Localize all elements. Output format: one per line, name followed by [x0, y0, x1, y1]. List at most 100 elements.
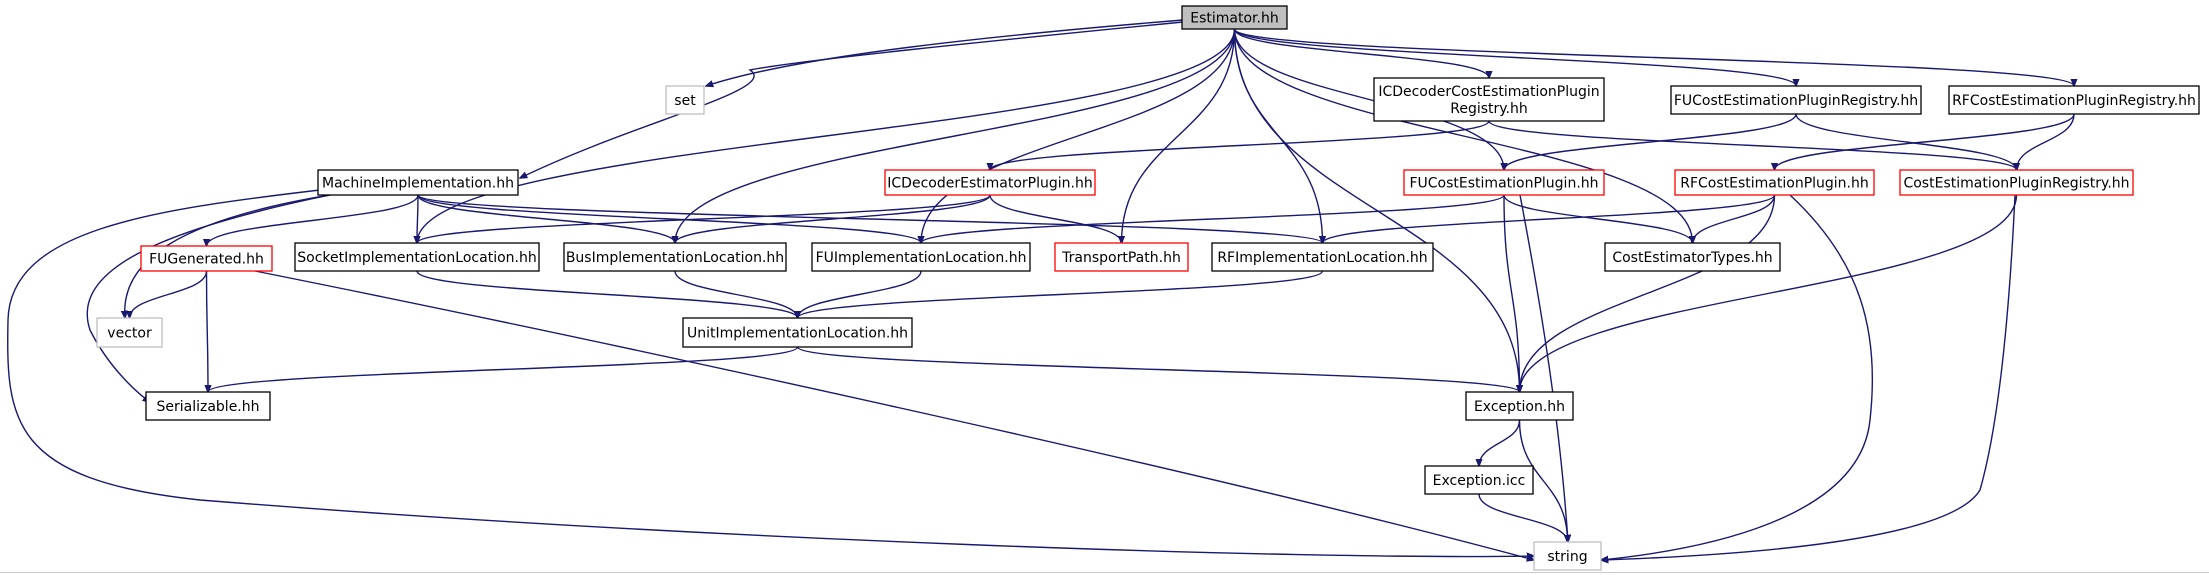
edge-fu_loc-to-unit_loc	[798, 270, 922, 318]
node-box	[1670, 85, 1922, 115]
edge-machine_impl-to-vector	[125, 194, 331, 318]
node-label: CostEstimatorTypes.hh	[1612, 250, 1772, 266]
edge-exception-to-exception_icc	[1479, 419, 1521, 466]
edge-cost_registry-to-exception	[1520, 194, 2018, 392]
edge-estimator-to-socket_loc	[417, 28, 1236, 243]
edge-estimator-to-set	[706, 19, 1184, 86]
edge-icdecoder_plugin-to-transport_path	[989, 194, 1122, 243]
edge-fu_plugin-to-fu_loc	[921, 194, 1505, 243]
edge-fu_registry-to-cost_registry	[1795, 113, 2017, 170]
edge-fu_plugin-to-string	[1519, 194, 1568, 542]
node-box	[96, 317, 163, 348]
edge-estimator-to-icdecoder_registry	[1233, 28, 1490, 78]
node-fu-plugin[interactable]: FUCostEstimationPlugin.hh	[1403, 169, 1605, 196]
node-box	[1533, 541, 1602, 571]
node-cost-types[interactable]: CostEstimatorTypes.hh	[1604, 242, 1781, 272]
node-socket-loc[interactable]: SocketImplementationLocation.hh	[294, 242, 540, 272]
node-exception-icc[interactable]: Exception.icc	[1424, 465, 1534, 495]
node-box	[1403, 169, 1605, 196]
node-box	[884, 169, 1096, 196]
edge-icdecoder_plugin-to-socket_loc	[417, 194, 991, 243]
edge-estimator-to-machine_impl	[520, 21, 1184, 178]
node-label: vector	[107, 326, 152, 342]
node-transport-path[interactable]: TransportPath.hh	[1054, 242, 1189, 272]
node-box	[1604, 242, 1781, 272]
edge-rf_loc-to-unit_loc	[798, 270, 1324, 318]
edge-layer	[7, 19, 2075, 560]
node-fugenerated[interactable]: FUGenerated.hh	[140, 245, 273, 272]
node-label: Exception.icc	[1433, 473, 1526, 489]
edge-estimator-to-fu_loc	[921, 28, 1236, 243]
node-label: FUGenerated.hh	[149, 252, 264, 268]
edge-exception_icc-to-string	[1478, 493, 1568, 542]
edge-rf_plugin-to-string	[1601, 194, 1874, 560]
edge-machine_impl-to-fugenerated	[207, 194, 419, 246]
node-label: SocketImplementationLocation.hh	[297, 250, 536, 266]
edge-fu_registry-to-fu_plugin	[1504, 113, 1797, 170]
node-label: Serializable.hh	[156, 399, 259, 415]
node-box	[1674, 169, 1875, 196]
node-serializable[interactable]: Serializable.hh	[145, 391, 271, 421]
node-box	[1465, 391, 1574, 421]
edge-estimator-to-bus_loc	[675, 28, 1236, 243]
node-box	[294, 242, 540, 272]
node-rf-plugin[interactable]: RFCostEstimationPlugin.hh	[1674, 169, 1875, 196]
node-box	[1181, 5, 1288, 30]
node-box	[811, 242, 1031, 272]
node-exception[interactable]: Exception.hh	[1465, 391, 1574, 421]
edge-estimator-to-transport_path	[1122, 28, 1236, 243]
node-fu-registry[interactable]: FUCostEstimationPluginRegistry.hh	[1670, 85, 1922, 115]
edge-fugenerated-to-serializable	[207, 270, 209, 392]
edge-rf_plugin-to-cost_types	[1693, 194, 1776, 243]
node-box	[317, 169, 519, 196]
node-fu-loc[interactable]: FUImplementationLocation.hh	[811, 242, 1031, 272]
node-label: RFImplementationLocation.hh	[1217, 250, 1427, 266]
edge-icdecoder_registry-to-cost_registry	[1488, 120, 2017, 170]
edge-icdecoder_registry-to-icdecoder_plugin	[990, 120, 1490, 170]
node-icdecoder-plugin[interactable]: ICDecoderEstimatorPlugin.hh	[884, 169, 1096, 196]
bottom-divider	[0, 572, 2209, 573]
node-rf-registry[interactable]: RFCostEstimationPluginRegistry.hh	[1948, 85, 2200, 115]
edge-estimator-to-cost_types	[1233, 28, 1693, 243]
node-box	[1948, 85, 2200, 115]
node-machine-impl[interactable]: MachineImplementation.hh	[317, 169, 519, 196]
edge-fugenerated-to-vector	[130, 270, 208, 318]
node-label: TransportPath.hh	[1061, 250, 1181, 266]
node-vector[interactable]: vector	[96, 317, 163, 348]
node-cost-registry[interactable]: CostEstimationPluginRegistry.hh	[1899, 169, 2134, 196]
edge-machine_impl-to-bus_loc	[417, 194, 675, 243]
edge-cost_registry-to-string	[1601, 194, 2016, 560]
edge-exception-to-string	[1518, 419, 1568, 542]
node-rf-loc[interactable]: RFImplementationLocation.hh	[1211, 242, 1434, 272]
node-box	[1424, 465, 1534, 495]
node-label: MachineImplementation.hh	[322, 176, 514, 192]
node-label: UnitImplementationLocation.hh	[687, 326, 908, 342]
node-bus-loc[interactable]: BusImplementationLocation.hh	[563, 242, 787, 272]
node-set[interactable]: set	[665, 85, 705, 115]
edge-estimator-to-fu_registry	[1233, 28, 1797, 86]
edge-estimator-to-exception	[1233, 28, 1520, 392]
edge-unit_loc-to-serializable	[208, 346, 799, 392]
node-unit-loc[interactable]: UnitImplementationLocation.hh	[682, 317, 913, 348]
edge-rf_registry-to-cost_registry	[2017, 113, 2075, 170]
node-label: Estimator.hh	[1190, 11, 1278, 27]
node-box	[140, 245, 273, 272]
node-estimator[interactable]: Estimator.hh	[1181, 5, 1288, 30]
edge-socket_loc-to-unit_loc	[416, 270, 798, 318]
node-box	[563, 242, 787, 272]
node-label: set	[674, 93, 696, 109]
node-label: FUImplementationLocation.hh	[816, 250, 1027, 266]
edge-rf_registry-to-rf_plugin	[1775, 113, 2075, 170]
node-label: RFCostEstimationPlugin.hh	[1680, 176, 1869, 192]
edge-fu_plugin-to-exception	[1503, 194, 1520, 392]
edge-rf_plugin-to-exception	[1520, 194, 1776, 392]
node-string[interactable]: string	[1533, 541, 1602, 571]
node-box	[1054, 242, 1189, 272]
edge-machine_impl-to-string	[7, 189, 1534, 557]
node-label: string	[1547, 549, 1587, 565]
edge-rf_plugin-to-rf_loc	[1323, 194, 1776, 243]
edge-fu_plugin-to-cost_types	[1503, 194, 1693, 243]
node-label: Registry.hh	[1450, 101, 1528, 117]
